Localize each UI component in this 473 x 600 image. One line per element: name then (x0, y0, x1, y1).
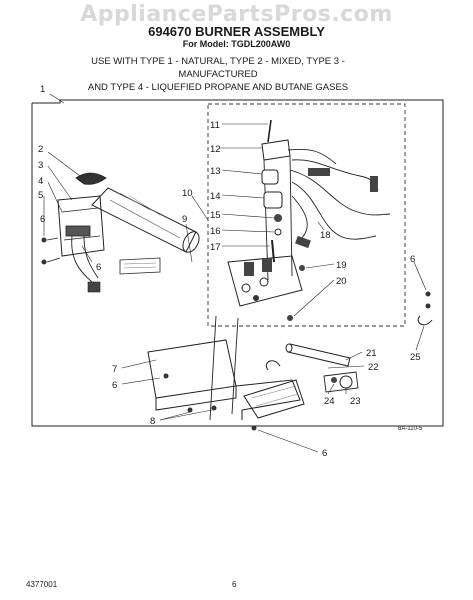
callout-23: 23 (350, 396, 361, 407)
callout-8: 8 (150, 416, 155, 427)
tag-plate (119, 257, 161, 275)
watermark: AppliancePartsPros.com (80, 2, 393, 27)
callout-25: 25 (410, 352, 421, 363)
screw-bottom-1 (163, 373, 169, 379)
manifold-pipe (285, 343, 351, 367)
callout-4: 4 (38, 176, 43, 187)
callout-6d: 6 (112, 380, 117, 391)
page-title: 694670 BURNER ASSEMBLY (148, 24, 325, 39)
callout-20: 20 (336, 276, 347, 287)
support-bracket (147, 315, 301, 421)
callout-15: 15 (210, 210, 221, 221)
callout-16: 16 (210, 226, 221, 237)
callout-6: 6 (40, 214, 45, 225)
igniter (65, 225, 91, 237)
callout-6b: 6 (96, 262, 101, 273)
callout-14: 14 (210, 191, 221, 202)
screw-group-left (41, 237, 61, 265)
wire-connector (370, 176, 378, 192)
callout-18: 18 (320, 230, 331, 241)
model-label: For Model: TGDL200AW0 (182, 39, 291, 49)
callout-24: 24 (324, 396, 335, 407)
screw-bottom-2 (187, 407, 193, 413)
usage-line-2: AND TYPE 4 - LIQUEFIED PROPANE AND BUTAN… (87, 82, 349, 93)
callout-6e: 6 (322, 448, 327, 459)
callout-6c: 6 (410, 254, 415, 265)
burner-bracket (57, 195, 105, 257)
screw-bottom-4 (251, 425, 257, 431)
diagram-code: 8A-110-5 (398, 426, 423, 432)
callout-17: 17 (210, 242, 221, 253)
heat-shield (243, 379, 305, 419)
page-number: 6 (232, 580, 237, 589)
callout-21: 21 (366, 348, 377, 359)
clamp (266, 360, 281, 371)
callout-12: 12 (210, 144, 221, 155)
callout-labels: 1 2 3 4 5 6 6 6 6 6 7 8 9 10 11 12 13 14… (38, 84, 421, 459)
valve-subassembly-box (207, 103, 406, 327)
usage-line-1: USE WITH TYPE 1 - NATURAL, TYPE 2 - MIXE… (91, 56, 345, 80)
callout-19: 19 (336, 260, 347, 271)
callout-13: 13 (210, 166, 221, 177)
screw-bottom-3 (211, 405, 217, 411)
burner-tube (91, 187, 200, 253)
callout-1: 1 (40, 84, 45, 95)
callout-2: 2 (38, 144, 43, 155)
gas-valve-stack (227, 119, 303, 307)
wire-harness (287, 148, 391, 241)
usage-note: USE WITH TYPE 1 - NATURAL, TYPE 2 - MIXE… (58, 55, 378, 94)
leader-lines (43, 93, 427, 453)
callout-11: 11 (210, 120, 220, 131)
callout-22: 22 (368, 362, 379, 373)
callout-9: 9 (182, 214, 187, 225)
assembly-border (31, 99, 444, 427)
flame-spreader (75, 172, 107, 185)
screw-group-right (417, 291, 433, 326)
callout-7: 7 (112, 364, 117, 375)
callout-3: 3 (38, 160, 43, 171)
orifice-fitting (323, 371, 359, 393)
callout-10: 10 (182, 188, 193, 199)
callout-5: 5 (38, 190, 43, 201)
doc-number: 4377001 (26, 580, 58, 589)
